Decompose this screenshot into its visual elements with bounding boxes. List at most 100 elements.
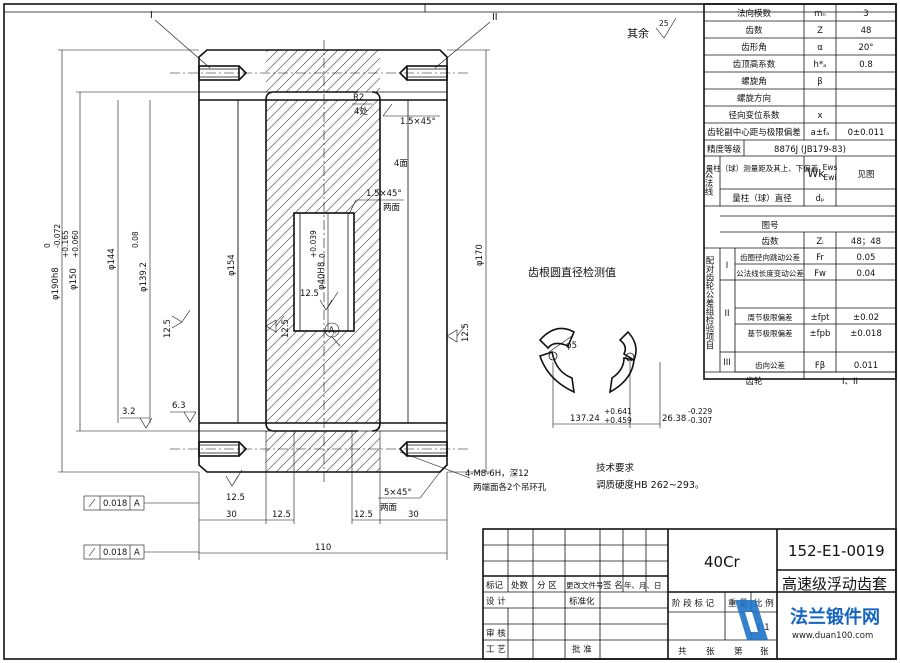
svg-text:φ5: φ5 <box>566 341 577 351</box>
svg-text:两端面各2个吊环孔: 两端面各2个吊环孔 <box>473 482 547 493</box>
tolerance-row-name: 齿圈径向跳动公差 <box>740 252 800 262</box>
svg-text:分 区: 分 区 <box>537 581 557 591</box>
svg-text:-0.229: -0.229 <box>688 407 712 416</box>
chamfer-mid-note: 两面 <box>383 203 401 213</box>
svg-text:0.018: 0.018 <box>103 548 127 558</box>
svg-text:φ190h8: φ190h8 <box>51 267 61 300</box>
svg-text:比 例: 比 例 <box>754 598 774 609</box>
tolerance-row-sym: Fw <box>814 269 826 279</box>
dim-dia-139: φ139.2 0.08 <box>131 100 151 423</box>
svg-text:张: 张 <box>760 647 769 657</box>
param-symbol: x <box>817 111 822 121</box>
svg-text:+0.039: +0.039 <box>309 230 318 258</box>
common-normal-sym2: dₚ <box>815 194 824 204</box>
svg-text:+0.641: +0.641 <box>604 407 632 416</box>
svg-text:φ144: φ144 <box>107 248 117 270</box>
tolerance-row-sym: ±fpb <box>810 329 831 339</box>
param-value: 3 <box>863 9 868 19</box>
dim-dia-40: φ40H8 +0.039 0 <box>309 213 329 331</box>
param-value: 0±0.011 <box>848 128 885 138</box>
svg-text:0: 0 <box>318 253 327 258</box>
param-symbol: mₙ <box>814 9 826 19</box>
runout-frame-2: 0.018 A <box>83 544 199 560</box>
param-name: 齿轮副中心距与极限偏差 <box>707 127 801 138</box>
tolerance-row-val: 0.05 <box>857 253 876 263</box>
param-symbol: Z <box>817 26 823 36</box>
common-normal-side: 公法线 <box>703 170 713 196</box>
svg-text:12.5: 12.5 <box>354 510 373 520</box>
svg-text:3.2: 3.2 <box>122 407 136 417</box>
common-normal-val: 见图 <box>857 170 874 180</box>
gear-check-dim-left: 137.24 <box>570 414 600 424</box>
svg-text:4-M8-6H，深12: 4-M8-6H，深12 <box>465 469 529 479</box>
svg-text:其余: 其余 <box>627 26 649 40</box>
roughness-bottom-125: 12.5 <box>225 469 245 503</box>
chamfer-bottom: 5×45° 两面 <box>378 471 441 513</box>
label-i: I <box>150 10 153 21</box>
gear-check-dim-right: 26.38 <box>662 414 686 424</box>
svg-text:设 计: 设 计 <box>486 596 506 607</box>
common-normal-sub-bot: Ewi <box>824 173 837 182</box>
tolerance-row-sym: Fr <box>816 253 824 263</box>
watermark-logo-icon <box>735 600 768 640</box>
tolerance-row-name: 周节极限偏差 <box>748 312 793 322</box>
horizontal-dims: 30 12.5 12.5 30 110 <box>198 431 448 560</box>
dim-dia-154: φ154 <box>227 100 239 423</box>
param-value: 48 <box>861 26 872 36</box>
thread-note: 4-M8-6H，深12 两端面各2个吊环孔 <box>399 451 547 493</box>
param-name: 螺旋方向 <box>737 93 771 104</box>
svg-text:年、月、日: 年、月、日 <box>624 580 662 590</box>
svg-text:φ150: φ150 <box>69 268 79 290</box>
svg-text:签 名: 签 名 <box>603 580 623 591</box>
param-symbol: h*ₐ <box>814 60 827 70</box>
svg-text:-0.072: -0.072 <box>53 224 62 248</box>
dim-dia-170: φ170 <box>447 49 490 473</box>
material: 40Cr <box>704 553 741 571</box>
group-i: I <box>726 261 729 271</box>
precision-value: 8876J (JB179-83) <box>774 145 846 155</box>
svg-text:标记: 标记 <box>486 580 504 591</box>
drawing-number: 152-E1-0019 <box>788 542 885 560</box>
tolerance-row-name: 基节极限偏差 <box>748 328 793 338</box>
common-normal-row2: 量柱（球）直径 <box>732 193 792 204</box>
param-name: 齿数 <box>745 25 763 36</box>
svg-text:12.5: 12.5 <box>226 493 245 503</box>
svg-text:更改文件号: 更改文件号 <box>566 580 604 590</box>
tolerance-row-name: 齿向公差 <box>755 360 785 370</box>
dim-dia-144: φ144 <box>107 100 119 423</box>
gear-label: 齿轮 <box>745 376 763 387</box>
tolerance-row-val: 0.011 <box>854 361 878 371</box>
gear-check-detail: 齿根圆直径检测值 φ5 137.24 +0.641 +0.459 26.38 -… <box>528 265 712 428</box>
svg-text:12.5: 12.5 <box>163 319 173 338</box>
chamfer-top: 1.5×45° <box>400 117 436 127</box>
svg-text:6.3: 6.3 <box>172 401 186 411</box>
mating-teeth-sym: Zᵢ <box>816 237 823 247</box>
svg-text:工 艺: 工 艺 <box>486 645 506 655</box>
watermark: 法兰锻件网 www.duan100.com <box>735 600 880 641</box>
roughness-right-125: 12.5 <box>446 323 471 343</box>
group-ii: II <box>724 309 729 319</box>
part-name: 高速级浮动齿套 <box>782 575 887 593</box>
tolerance-row-val: ±0.018 <box>850 329 881 339</box>
svg-text:A: A <box>134 548 140 558</box>
param-name: 螺旋角 <box>741 76 767 87</box>
svg-text:5×45°: 5×45° <box>384 488 412 498</box>
dim-dia-150: φ150 +0.165 +0.060 <box>61 91 199 432</box>
tolerance-row-sym: Fβ <box>815 361 825 371</box>
svg-text:A: A <box>134 499 140 509</box>
label-ii: II <box>492 12 498 23</box>
svg-text:+0.060: +0.060 <box>71 230 80 258</box>
tolerance-row-val: ±0.02 <box>853 313 879 323</box>
roughness-32: 3.2 <box>120 407 153 429</box>
common-normal-sym: Wk <box>807 167 825 180</box>
svg-text:-0.307: -0.307 <box>688 416 712 425</box>
tolerance-row-val: 0.04 <box>857 269 876 279</box>
group-iii: III <box>723 358 731 368</box>
svg-text:12.5: 12.5 <box>300 289 319 299</box>
roughness-63: 6.3 <box>170 401 197 423</box>
svg-text:30: 30 <box>408 510 419 520</box>
roughness-bore-125: 12.5 <box>300 289 339 311</box>
svg-text:处数: 处数 <box>511 580 529 591</box>
svg-text:审 核: 审 核 <box>486 628 506 639</box>
